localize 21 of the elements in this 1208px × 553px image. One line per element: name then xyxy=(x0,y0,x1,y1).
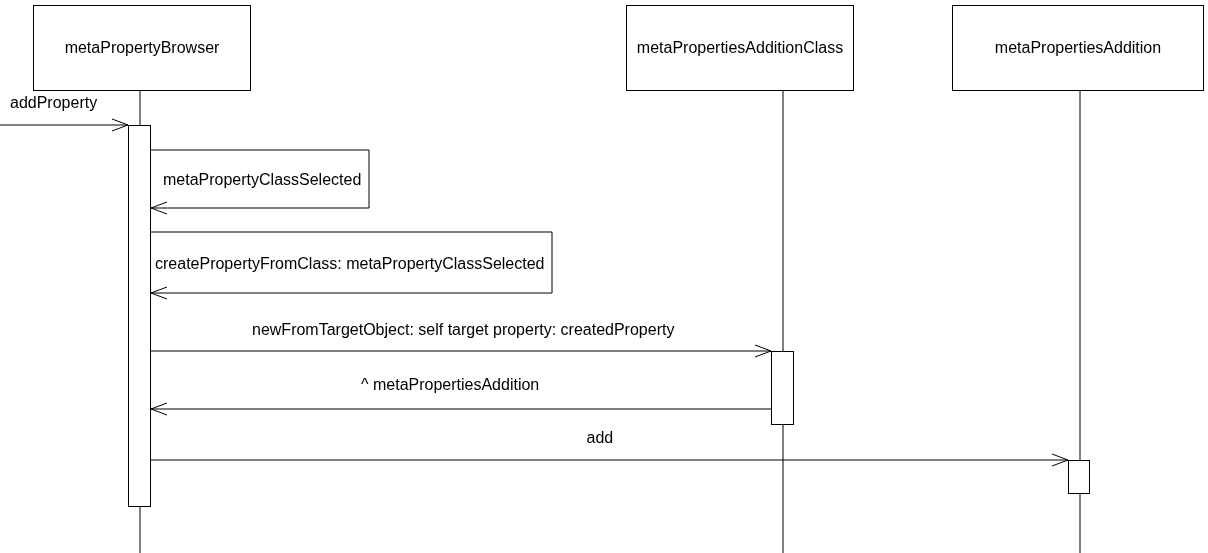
object-name: metaPropertiesAdditionClass xyxy=(636,39,844,57)
lifeline-head-box xyxy=(626,5,854,91)
message-arrow xyxy=(150,344,772,358)
activation-bar xyxy=(1068,460,1090,494)
message-arrow xyxy=(150,149,370,215)
lifeline-head-box xyxy=(952,5,1204,91)
message-arrow xyxy=(150,453,1069,467)
activation-bar xyxy=(128,125,151,507)
message-label: metaPropertyClassSelected xyxy=(163,171,362,189)
message-label: add xyxy=(586,429,614,447)
activation-bar xyxy=(771,351,794,425)
message-arrow xyxy=(150,402,772,416)
message-label: createPropertyFromClass: metaPropertyClassSelected xyxy=(155,255,545,273)
message-label: newFromTargetObject: self target property: createdProperty xyxy=(252,321,675,339)
object-name: metaPropertyBrowser xyxy=(64,39,220,57)
message-arrow xyxy=(150,231,553,300)
message-arrow xyxy=(0,118,129,132)
object-name: metaPropertiesAddition xyxy=(994,39,1162,57)
message-label: ^ metaPropertiesAddition xyxy=(361,376,540,394)
lifeline-head-box xyxy=(33,5,251,91)
message-label: addProperty xyxy=(10,94,98,112)
